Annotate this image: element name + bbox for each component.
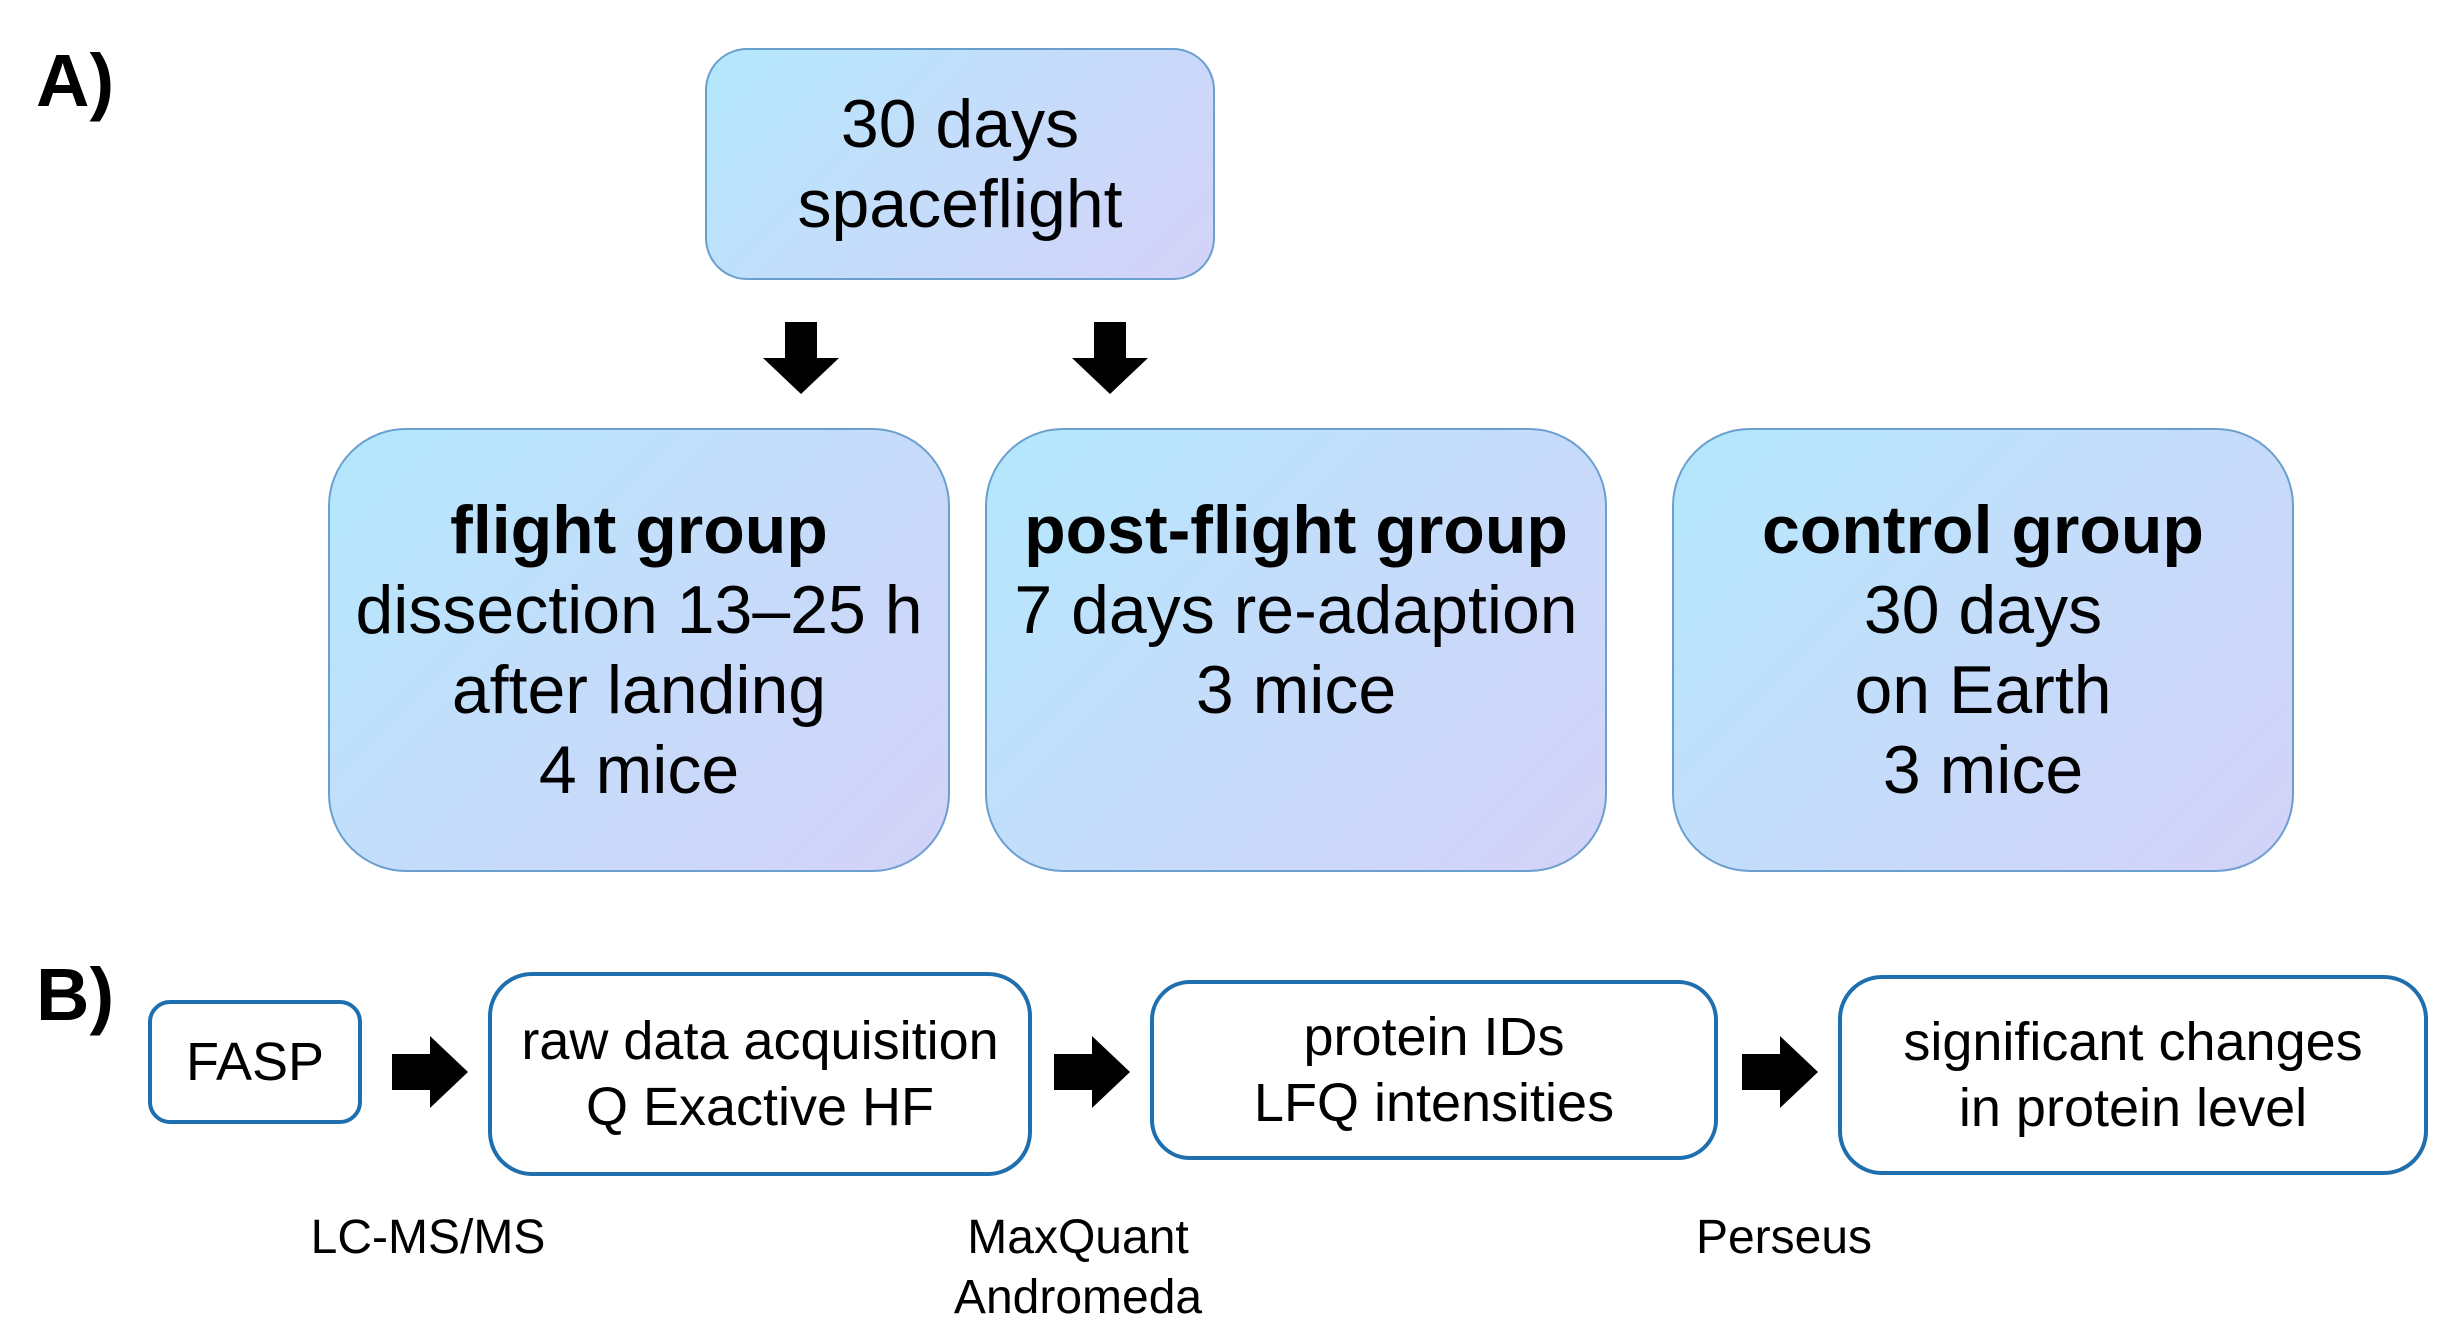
protein-ids-box: protein IDs LFQ intensities (1150, 980, 1718, 1160)
post-flight-group-line: 7 days re-adaption (1014, 572, 1578, 648)
tool-label-maxquant: MaxQuant Andromeda (898, 1208, 1258, 1328)
tool-line: LC-MS/MS (310, 1211, 546, 1264)
tool-line: Andromeda (953, 1271, 1203, 1324)
fasp-box: FASP (148, 1000, 362, 1124)
protein-ids-line: LFQ intensities (1253, 1073, 1615, 1133)
tool-line: MaxQuant (967, 1211, 1189, 1264)
raw-data-line: Q Exactive HF (585, 1077, 935, 1137)
significant-changes-line: in protein level (1958, 1078, 2308, 1138)
significant-changes-line: significant changes (1903, 1012, 2363, 1072)
control-group-line: 3 mice (1882, 732, 2084, 808)
spaceflight-line-1: 30 days (840, 86, 1080, 162)
panel-b-label: B) (36, 953, 115, 1036)
tool-line: Perseus (1695, 1211, 1873, 1264)
post-flight-group-box: post-flight group 7 days re-adaption 3 m… (985, 428, 1607, 872)
control-group-line: 30 days (1863, 572, 2103, 648)
spaceflight-box: 30 days spaceflight (705, 48, 1215, 280)
raw-data-acquisition-box: raw data acquisition Q Exactive HF (488, 972, 1032, 1176)
fasp-label: FASP (185, 1032, 325, 1092)
post-flight-group-line: 3 mice (1195, 652, 1397, 728)
flight-group-box: flight group dissection 13–25 h after la… (328, 428, 950, 872)
right-arrow-icon (1742, 1036, 1818, 1108)
flight-group-line: dissection 13–25 h (355, 572, 923, 648)
right-arrow-icon (392, 1036, 468, 1108)
flight-group-line: after landing (451, 652, 827, 728)
raw-data-line: raw data acquisition (521, 1011, 999, 1071)
spaceflight-line-2: spaceflight (797, 166, 1123, 242)
control-group-box: control group 30 days on Earth 3 mice (1672, 428, 2294, 872)
tool-label-lcmsms: LC-MS/MS (248, 1208, 608, 1268)
down-arrow-icon (763, 322, 839, 394)
significant-changes-box: significant changes in protein level (1838, 975, 2428, 1175)
flight-group-title: flight group (450, 492, 828, 568)
panel-a-label: A) (36, 39, 115, 122)
control-group-title: control group (1762, 492, 2204, 568)
post-flight-group-title: post-flight group (1024, 492, 1568, 568)
tool-label-perseus: Perseus (1604, 1208, 1964, 1268)
flight-group-line: 4 mice (538, 732, 740, 808)
control-group-line: on Earth (1854, 652, 2112, 728)
right-arrow-icon (1054, 1036, 1130, 1108)
protein-ids-line: protein IDs (1303, 1007, 1565, 1067)
down-arrow-icon (1072, 322, 1148, 394)
